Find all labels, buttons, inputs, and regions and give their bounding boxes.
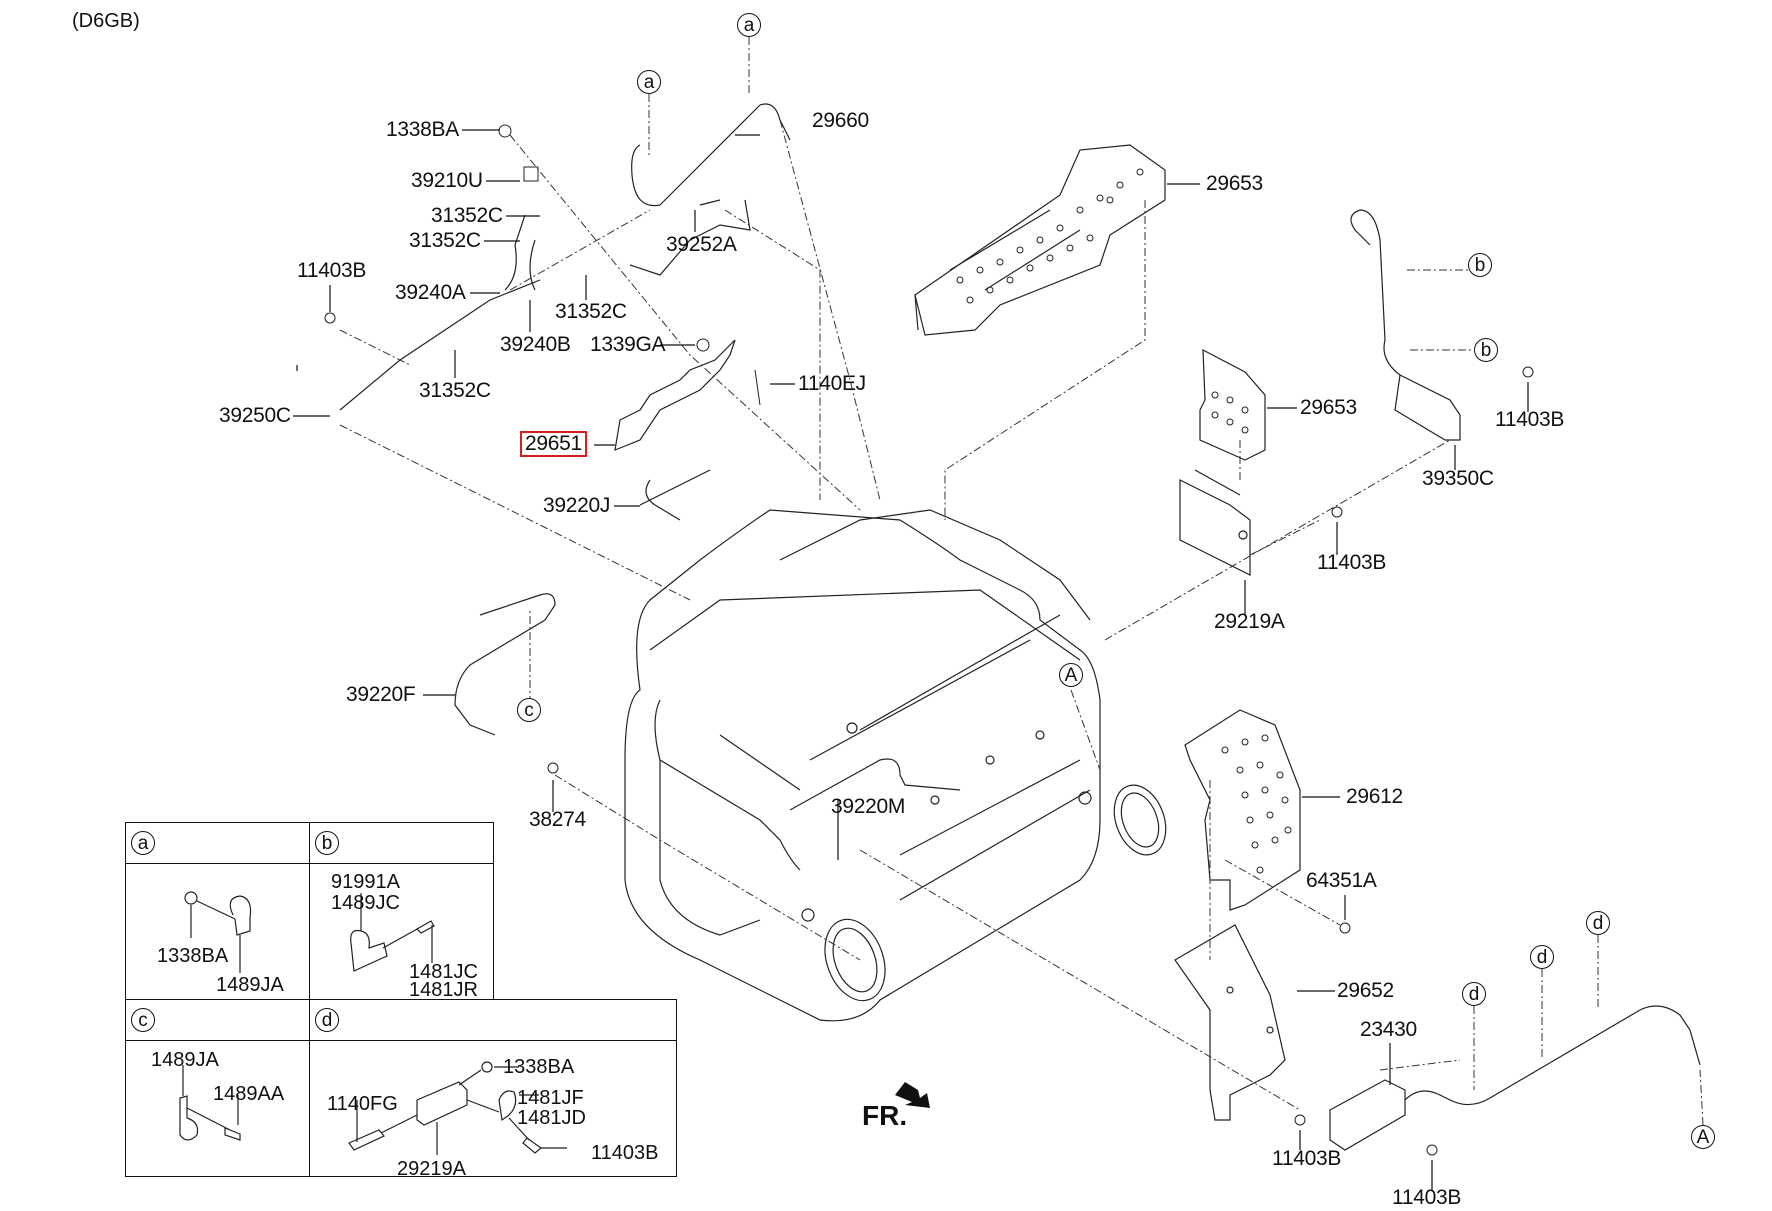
callout-a: a [637, 70, 661, 94]
legend-d-header [309, 999, 677, 1041]
callout-b: b [1468, 253, 1492, 277]
part-label-11403B[interactable]: 11403B [1495, 408, 1565, 431]
legend-b-drawing [350, 893, 435, 972]
callout-a: a [737, 13, 761, 37]
part-label-31352C[interactable]: 31352C [409, 229, 481, 252]
legend-b-key: b [315, 831, 339, 855]
legend-d-part: 11403B [591, 1142, 659, 1164]
part-label-39252A[interactable]: 39252A [666, 233, 737, 256]
part-label-1339GA[interactable]: 1339GA [590, 333, 666, 356]
heat-shield-29612 [1184, 709, 1301, 911]
legend-d-part: 1338BA [503, 1056, 575, 1078]
legend-d-part: 1481JF [517, 1087, 584, 1109]
part-label-39240B[interactable]: 39240B [500, 333, 571, 356]
part-label-11403B[interactable]: 11403B [1272, 1147, 1342, 1170]
front-direction-arrow [895, 1082, 930, 1108]
part-label-29612[interactable]: 29612 [1346, 785, 1403, 808]
part-label-29653[interactable]: 29653 [1300, 396, 1357, 419]
part-label-39240A[interactable]: 39240A [395, 281, 466, 304]
part-label-64351A[interactable]: 64351A [1306, 869, 1377, 892]
legend-a-part: 1489JA [216, 974, 284, 996]
part-label-39220M[interactable]: 39220M [831, 795, 906, 818]
bracket-29219A [1179, 469, 1251, 576]
legend-b-part: 1481JC [409, 961, 478, 983]
part-label-39210U[interactable]: 39210U [411, 169, 483, 192]
sensor-line-39220M [789, 758, 961, 811]
part-label-1140EJ[interactable]: 1140EJ [798, 372, 866, 395]
part-label-29653[interactable]: 29653 [1206, 172, 1263, 195]
fasteners [324, 124, 1534, 1156]
part-label-29652[interactable]: 29652 [1337, 979, 1394, 1002]
part-label-29660[interactable]: 29660 [812, 109, 869, 132]
legend-b-part: 1489JC [331, 892, 400, 914]
legend-d-key: d [315, 1008, 339, 1032]
callout-b: b [1474, 338, 1498, 362]
part-label-31352C[interactable]: 31352C [419, 379, 491, 402]
part-label-38274[interactable]: 38274 [529, 808, 586, 831]
part-label-39250C[interactable]: 39250C [219, 404, 291, 427]
engine-code-label: (D6GB) [72, 10, 140, 32]
heat-shield-29653-top [914, 144, 1166, 336]
legend-a-drawing [184, 891, 252, 973]
legend-d-part: 29219A [397, 1158, 466, 1180]
callout-d: d [1586, 911, 1610, 935]
part-label-29219A[interactable]: 29219A [1214, 610, 1285, 633]
callout-d: d [1462, 982, 1486, 1006]
legend-d-part: 1481JD [517, 1107, 586, 1129]
callout-A: A [1059, 663, 1083, 687]
part-label-39350C[interactable]: 39350C [1422, 467, 1494, 490]
front-direction-label: FR. [862, 1100, 908, 1131]
part-label-31352C[interactable]: 31352C [555, 300, 627, 323]
legend-d-drawing [348, 1061, 567, 1155]
legend-a-key: a [131, 831, 155, 855]
part-label-31352C[interactable]: 31352C [431, 204, 503, 227]
legend-c-drawing [179, 1065, 241, 1141]
part-label-11403B[interactable]: 11403B [297, 259, 367, 282]
part-label-39220F[interactable]: 39220F [346, 683, 416, 706]
callout-d: d [1530, 945, 1554, 969]
sensor-line-39220F [454, 593, 556, 736]
heat-shield-29653-mid [1199, 348, 1266, 461]
legend-c-part: 1489JA [151, 1049, 219, 1071]
heat-shield-29652 [1174, 924, 1286, 1121]
legend-a-part: 1338BA [157, 945, 229, 967]
legend-c-part: 1489AA [213, 1083, 285, 1105]
legend-b-part: 91991A [331, 871, 400, 893]
part-label-11403B[interactable]: 11403B [1392, 1186, 1462, 1209]
part-label-39220J[interactable]: 39220J [543, 494, 611, 517]
bracket-29651 [614, 339, 736, 451]
part-label-1338BA[interactable]: 1338BA [386, 118, 459, 141]
part-label-23430[interactable]: 23430 [1360, 1018, 1417, 1041]
part-label-29651-highlighted[interactable]: 29651 [520, 431, 587, 457]
legend-d-body [309, 1040, 677, 1177]
sensor-module-39350C [1350, 209, 1461, 441]
muffler-body [624, 509, 1167, 1022]
callout-c: c [517, 698, 541, 722]
part-label-11403B[interactable]: 11403B [1317, 551, 1387, 574]
legend-d-part: 1140FG [327, 1093, 398, 1115]
legend-c-key: c [131, 1008, 155, 1032]
callout-A: A [1691, 1125, 1715, 1149]
sensor-23430 [1329, 1005, 1701, 1151]
legend-b-part: 1481JR [409, 979, 478, 1001]
